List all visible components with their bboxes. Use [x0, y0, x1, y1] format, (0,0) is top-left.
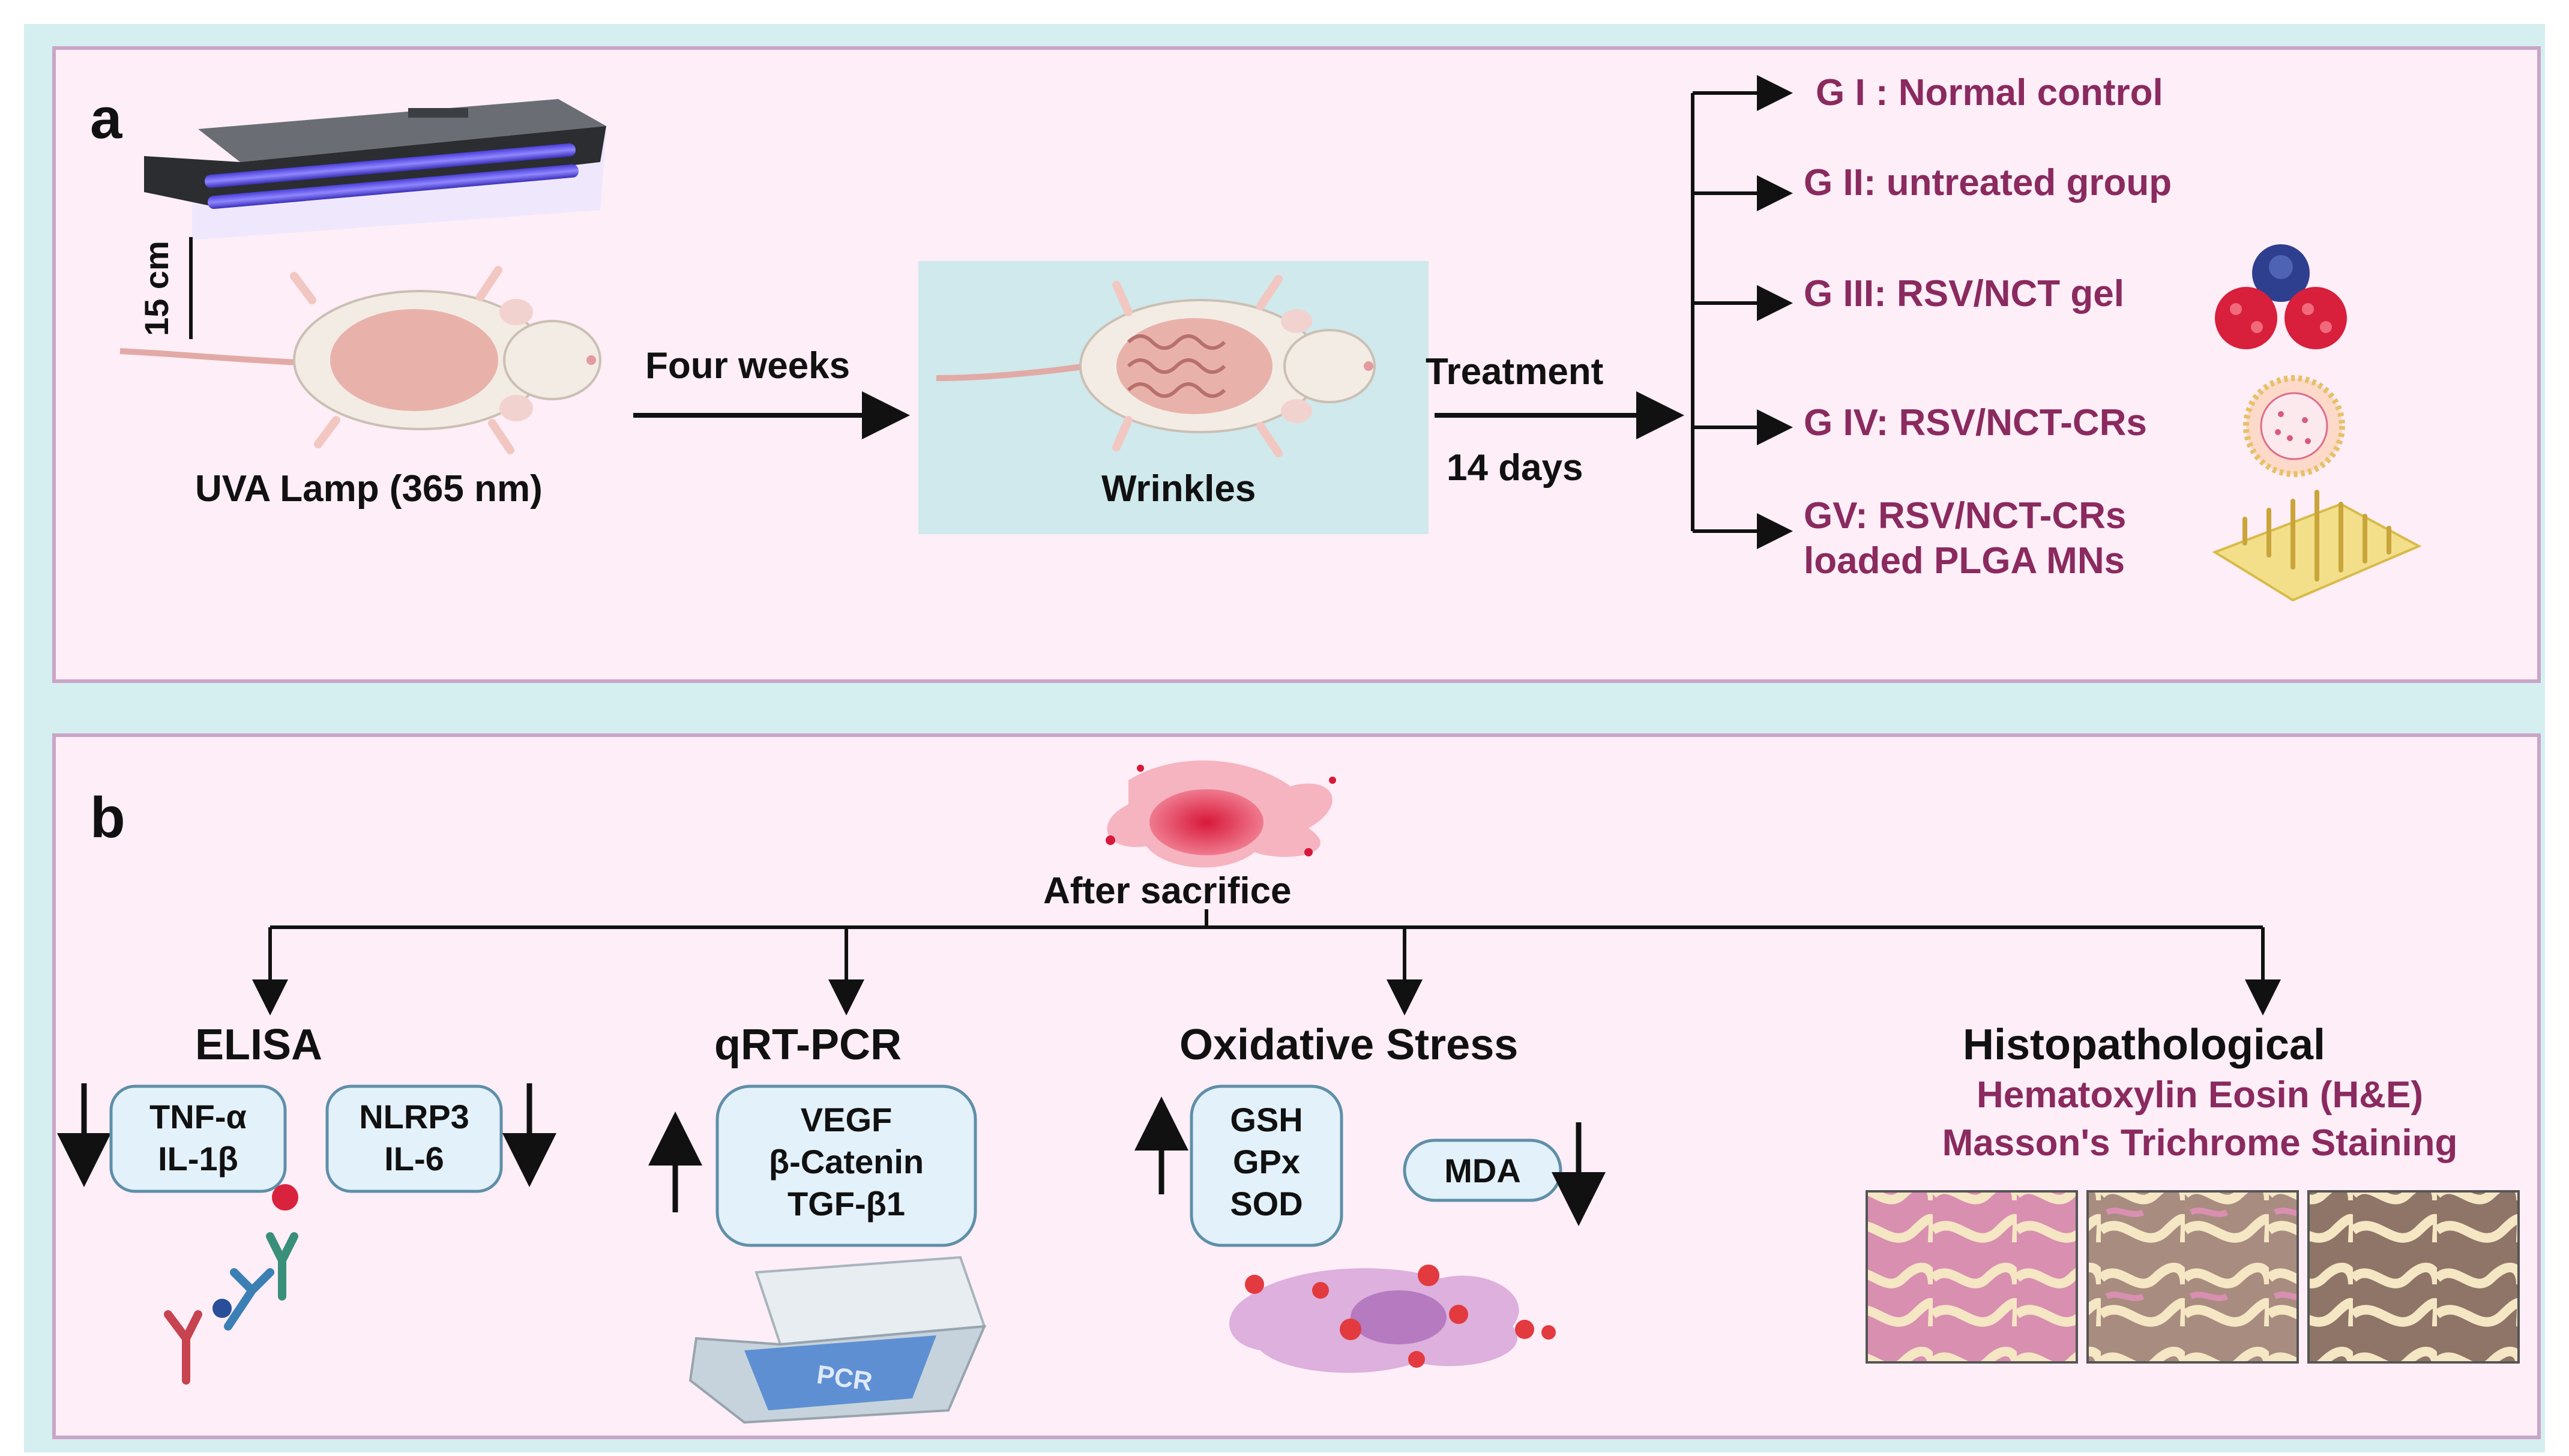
mouse-wrinkled-icon [936, 275, 1376, 457]
group-label-2: G II: untreated group [1804, 162, 2172, 203]
elisa-title: ELISA [195, 1021, 322, 1069]
oxidative-cell-icon [1229, 1265, 1556, 1373]
wrinkles-label: Wrinkles [1101, 468, 1256, 510]
elisa-box-1 [109, 1084, 287, 1193]
mouse-shaved-icon [119, 266, 601, 454]
blood-splatter-icon [1106, 760, 1336, 868]
antibody-icon [164, 1184, 298, 1385]
histo-image-mixed [2086, 1190, 2299, 1364]
pcr-title: qRT-PCR [714, 1021, 902, 1069]
oxidative-title: Oxidative Stress [1179, 1021, 1518, 1069]
oxidative-box-2 [1403, 1139, 1562, 1202]
pcr-box-line-1: VEGF [801, 1101, 892, 1139]
lamp-label: UVA Lamp (365 nm) [195, 468, 543, 510]
panel-a: a 15 cm UVA Lamp (365 nm) Four weeks [52, 46, 2541, 683]
oxidative-box-1 [1190, 1084, 1343, 1247]
histo-line-2: Masson's Trichrome Staining [1942, 1122, 2458, 1164]
panel-b-letter: b [90, 786, 125, 850]
oxidative-box-1-line-2: GPx [1233, 1143, 1300, 1181]
group-label-1: G I : Normal control [1816, 72, 2163, 113]
elisa-box-2-line-1: NLRP3 [359, 1098, 469, 1136]
histo-title: Histopathological [1963, 1021, 2325, 1069]
panel-a-letter: a [90, 86, 122, 151]
microneedle-patch-icon [2212, 490, 2422, 602]
treatment-label: Treatment [1426, 351, 1603, 393]
elisa-box-2-line-2: IL-6 [384, 1140, 444, 1178]
oxidative-box-2-label: MDA [1444, 1152, 1521, 1190]
oxidative-box-1-line-3: SOD [1230, 1185, 1303, 1223]
pcr-box-line-2: β-Catenin [769, 1143, 924, 1181]
distance-label: 15 cm [137, 241, 175, 336]
histo-line-1: Hematoxylin Eosin (H&E) [1977, 1074, 2423, 1116]
panel-b: b After sacrifice ELISA TNF-α IL-1β NLRP… [52, 733, 2541, 1439]
group-label-3: G III: RSV/NCT gel [1804, 273, 2124, 314]
duration-label: 14 days [1447, 447, 1583, 489]
group-label-5b: loaded PLGA MNs [1804, 540, 2125, 582]
pcr-machine-icon: PCR [688, 1256, 987, 1424]
elisa-box-2 [325, 1084, 503, 1193]
after-sacrifice-label: After sacrifice [1043, 870, 1292, 912]
nanocarrier-icon [2243, 375, 2345, 477]
pcr-box-line-3: TGF-β1 [788, 1185, 905, 1223]
berries-icon [2215, 244, 2347, 349]
oxidative-box-1-line-1: GSH [1230, 1101, 1303, 1139]
uva-lamp-icon [144, 99, 606, 240]
group-label-4: G IV: RSV/NCT-CRs [1804, 402, 2147, 444]
elisa-box-1-line-1: TNF-α [149, 1098, 247, 1136]
group-label-5a: GV: RSV/NCT-CRs [1804, 495, 2126, 537]
four-weeks-label: Four weeks [645, 345, 850, 387]
histo-image-masson [2307, 1190, 2520, 1364]
elisa-box-1-line-2: IL-1β [158, 1140, 238, 1178]
histo-image-he [1866, 1190, 2078, 1364]
pcr-box [715, 1084, 977, 1247]
